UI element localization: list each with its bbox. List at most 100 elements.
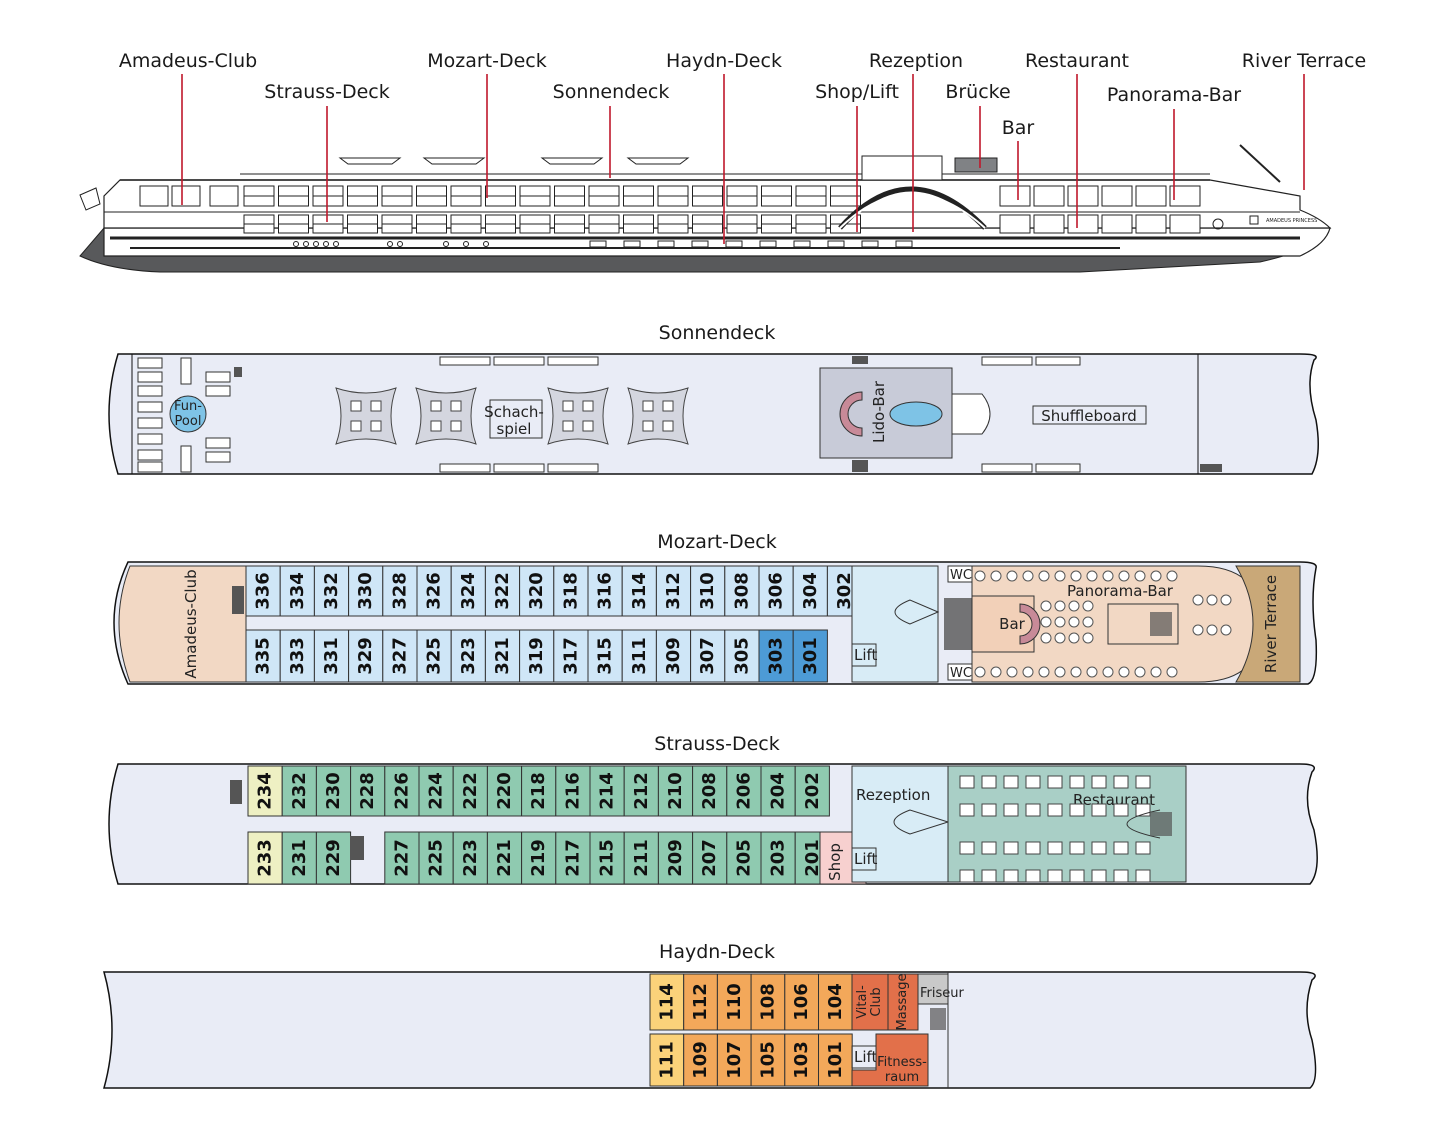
cabin-220[interactable] — [486, 765, 523, 817]
cabin-105[interactable] — [750, 1033, 786, 1087]
table — [1166, 570, 1178, 582]
cabin-221[interactable] — [486, 831, 523, 885]
table — [1040, 600, 1052, 612]
cabin-108[interactable] — [750, 973, 786, 1031]
cabin-301[interactable] — [792, 629, 828, 683]
cabin-229[interactable] — [315, 831, 352, 885]
cabin-222[interactable] — [452, 765, 488, 817]
cabin-202[interactable] — [794, 765, 830, 817]
cabin-231[interactable] — [281, 831, 317, 885]
cabin-107[interactable] — [716, 1033, 752, 1087]
cabin-324[interactable] — [450, 565, 486, 617]
cabin-224[interactable] — [418, 765, 454, 817]
cabin-230[interactable] — [315, 765, 352, 817]
cabin-305[interactable] — [724, 629, 760, 683]
cabin-311[interactable] — [621, 629, 657, 683]
table — [959, 803, 975, 817]
cabin-number: 204 — [768, 772, 789, 810]
cabin-number: 303 — [766, 637, 787, 675]
cabin-321[interactable] — [484, 629, 521, 683]
cabin-number: 108 — [757, 983, 778, 1021]
cabin-103[interactable] — [784, 1033, 819, 1087]
cabin-326[interactable] — [416, 565, 452, 617]
cabin-330[interactable] — [348, 565, 384, 617]
cabin-226[interactable] — [384, 765, 420, 817]
table — [1054, 666, 1066, 678]
cabin-101[interactable] — [818, 1033, 853, 1087]
table — [959, 775, 975, 789]
table — [1150, 570, 1162, 582]
table — [1091, 803, 1107, 817]
cabin-110[interactable] — [716, 973, 752, 1031]
cabin-number: 230 — [323, 772, 344, 810]
cabin-323[interactable] — [450, 629, 486, 683]
cabin-329[interactable] — [348, 629, 384, 683]
cabin-number: 312 — [663, 572, 684, 610]
cabin-233[interactable] — [247, 831, 283, 885]
label-panorama-bar: Panorama-Bar — [1107, 84, 1241, 106]
cabin-number: 316 — [595, 572, 616, 610]
shop-label: Shop — [826, 843, 844, 881]
cabin-334[interactable] — [279, 565, 315, 617]
cabin-number: 332 — [321, 572, 342, 610]
wc-top-label: WC — [950, 568, 972, 583]
cabin-215[interactable] — [589, 831, 625, 885]
cabin-328[interactable] — [382, 565, 418, 617]
cabin-306[interactable] — [758, 565, 794, 617]
cabin-214[interactable] — [589, 765, 625, 817]
cabin-218[interactable] — [521, 765, 557, 817]
cabin-333[interactable] — [279, 629, 315, 683]
porthole — [323, 241, 329, 247]
cabin-227[interactable] — [384, 831, 420, 885]
cabin-106[interactable] — [784, 973, 819, 1031]
cabin-234[interactable] — [247, 765, 283, 817]
strauss-lift-box — [851, 847, 877, 871]
cabin-232[interactable] — [281, 765, 317, 817]
mozart-stairs — [944, 598, 974, 650]
table — [1025, 803, 1041, 817]
cabin-number: 333 — [287, 637, 308, 675]
cabin-207[interactable] — [692, 831, 728, 885]
window — [1101, 185, 1133, 207]
restaurant-stairs — [1150, 812, 1172, 836]
cabin-212[interactable] — [623, 765, 659, 817]
table — [1040, 616, 1052, 628]
cabin-205[interactable] — [726, 831, 762, 885]
table — [1068, 616, 1080, 628]
cabin-208[interactable] — [692, 765, 728, 817]
bow-window — [1249, 215, 1259, 225]
table — [1220, 624, 1232, 636]
cabin-number: 226 — [391, 772, 412, 810]
cabin-316[interactable] — [587, 565, 623, 617]
cabin-332[interactable] — [313, 565, 350, 617]
cabin-331[interactable] — [313, 629, 350, 683]
cabin-204[interactable] — [760, 765, 796, 817]
cabin-320[interactable] — [519, 565, 555, 617]
cabin-303[interactable] — [758, 629, 794, 683]
cabin-325[interactable] — [416, 629, 452, 683]
cabin-104[interactable] — [818, 973, 853, 1031]
strauss-stairs-aft — [230, 780, 242, 804]
cabin-315[interactable] — [587, 629, 623, 683]
cabin-203[interactable] — [760, 831, 796, 885]
cabin-228[interactable] — [350, 765, 386, 817]
cabin-317[interactable] — [553, 629, 589, 683]
cabin-335[interactable] — [245, 629, 281, 683]
cabin-206[interactable] — [726, 765, 762, 817]
table — [1069, 841, 1085, 855]
cabin-336[interactable] — [245, 565, 281, 617]
cabin-219[interactable] — [521, 831, 557, 885]
table — [1040, 632, 1052, 644]
cabin-211[interactable] — [623, 831, 659, 885]
cabin-number: 207 — [699, 839, 720, 877]
table — [662, 400, 674, 412]
cabin-112[interactable] — [683, 973, 718, 1031]
cabin-309[interactable] — [655, 629, 692, 683]
cabin-318[interactable] — [553, 565, 589, 617]
porthole — [483, 241, 489, 247]
cabin-225[interactable] — [418, 831, 454, 885]
cabin-209[interactable] — [657, 831, 694, 885]
cabin-327[interactable] — [382, 629, 418, 683]
